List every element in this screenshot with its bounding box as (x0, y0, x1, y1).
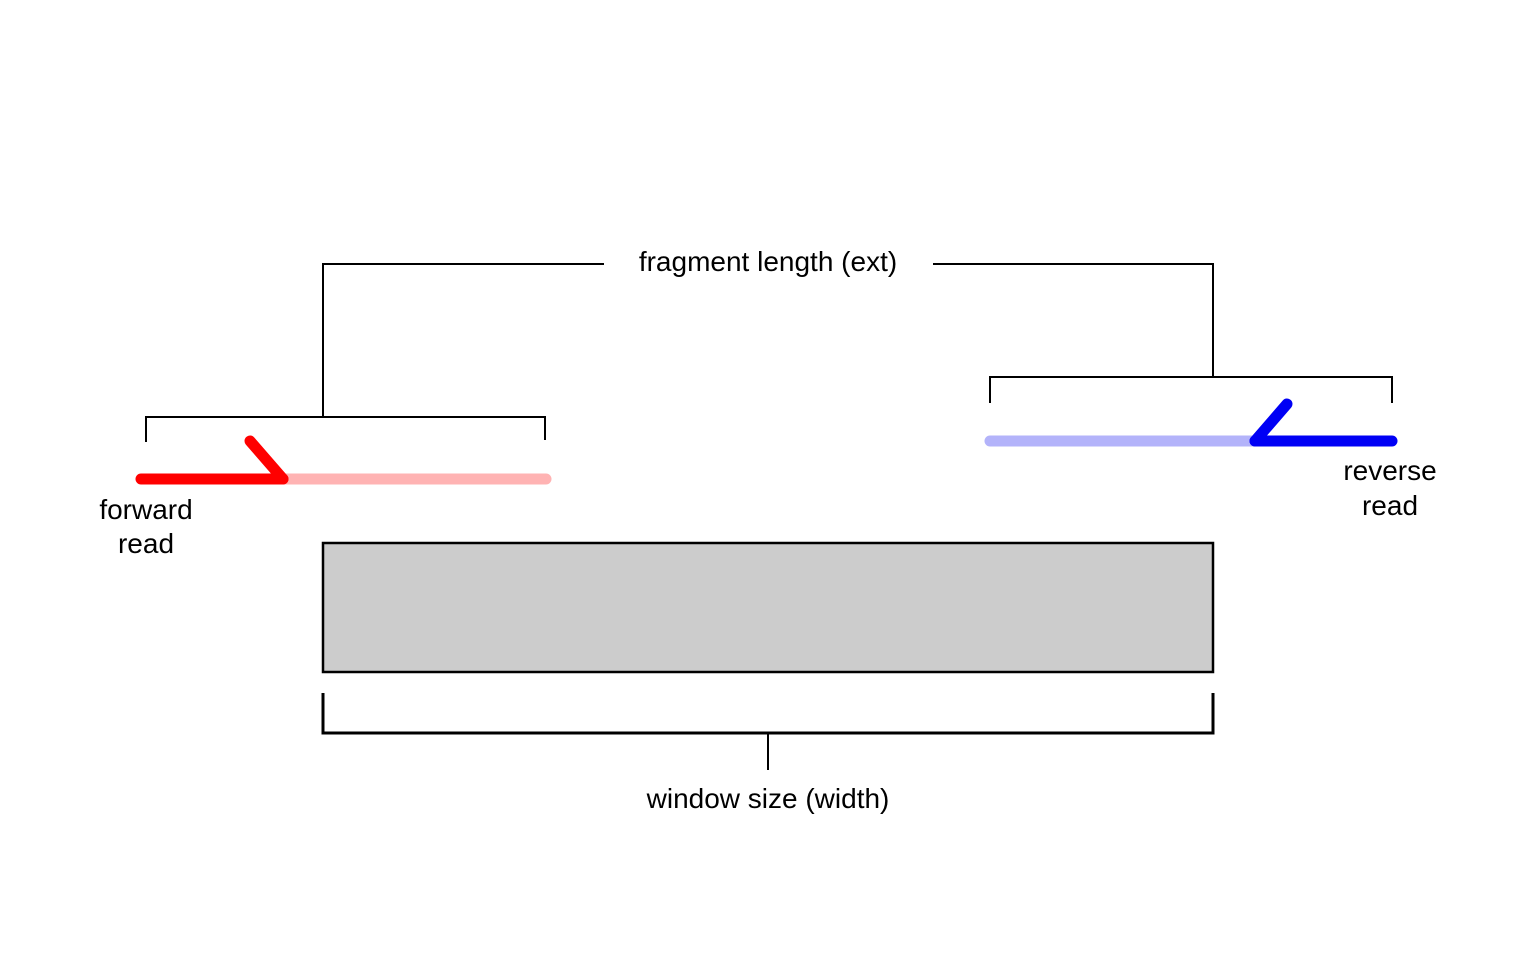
forward-read-arrowhead (244, 435, 289, 485)
reverse-fragment-bracket (989, 376, 1393, 403)
fragment-length-label: fragment length (ext) (639, 246, 897, 277)
window-rect (321, 541, 1215, 674)
forward-fragment-bracket (145, 416, 546, 442)
reverse-read-arrowhead (1249, 398, 1293, 447)
reverse-read-label-line2: read (1362, 490, 1418, 521)
forward-read-label-line1: forward (99, 494, 192, 525)
fragment-length-connector-right (933, 263, 1214, 377)
forward-read-label-line2: read (118, 528, 174, 559)
fragment-length-connector-left (322, 263, 604, 417)
reverse-read-label-line1: reverse (1343, 455, 1436, 486)
window-size-bracket (321, 693, 1215, 735)
window-size-label: window size (width) (646, 783, 890, 814)
